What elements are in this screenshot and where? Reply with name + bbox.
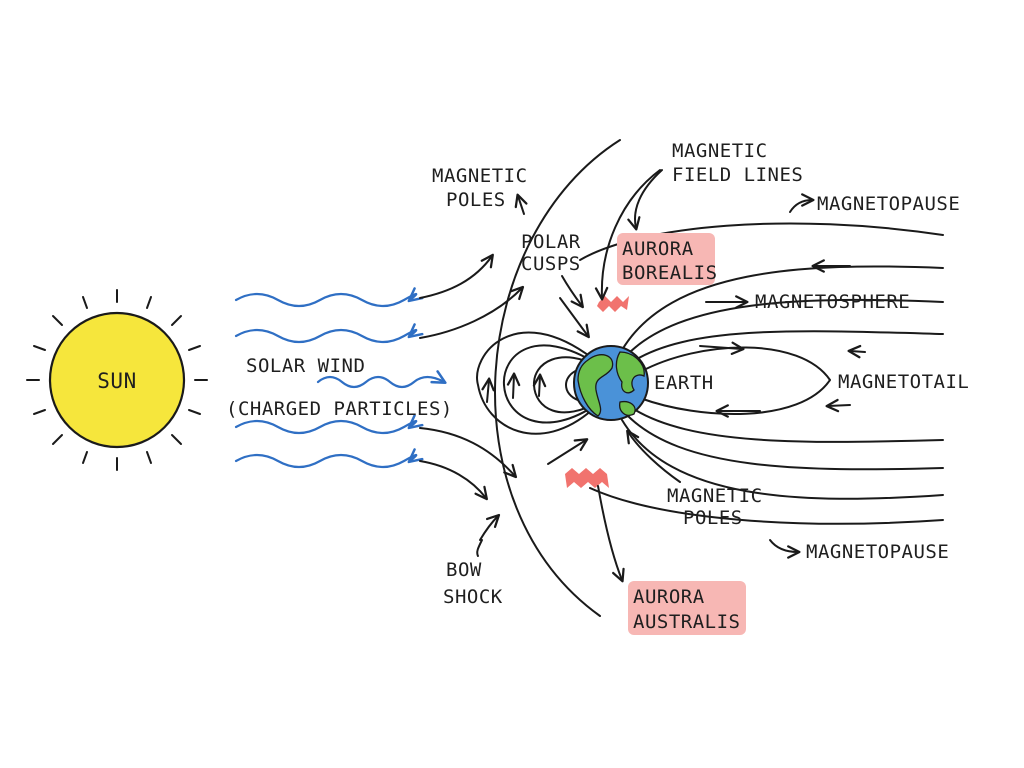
pointer-arrow <box>626 429 681 483</box>
pointer-arrow <box>514 193 528 215</box>
solar-wind-label: SOLAR WIND <box>246 355 365 377</box>
wavy-arrow-icon <box>234 323 424 344</box>
field-lines-label-2: FIELD LINES <box>672 164 803 186</box>
pointer-arrow <box>627 169 663 231</box>
aurora-australis-label-2: AUSTRALIS <box>633 611 740 633</box>
magnetic-poles-top-label-2: POLES <box>446 189 506 211</box>
pointer-arrow <box>479 513 501 541</box>
pointer-arrow <box>476 539 483 557</box>
pointer-arrow <box>769 539 801 559</box>
sun-label: SUN <box>97 369 136 393</box>
polar-cusps-label: POLAR <box>521 231 581 253</box>
wavy-arrow-icon <box>234 287 424 308</box>
magnetosphere-label: MAGNETOSPHERE <box>755 291 910 313</box>
magnetopause-bottom-label: MAGNETOPAUSE <box>806 541 949 563</box>
sun-icon <box>48 311 186 449</box>
magnetotail-label: MAGNETOTAIL <box>838 371 969 393</box>
aurora-borealis-label: AURORA <box>622 238 694 260</box>
polar-cusps-label-2: CUSPS <box>521 253 581 275</box>
pointer-arrow <box>594 169 661 301</box>
magnetic-poles-top-label: MAGNETIC <box>432 165 528 187</box>
field-lines-label: MAGNETIC <box>672 140 768 162</box>
magnetic-poles-bottom-label-2: POLES <box>683 507 743 529</box>
earth: EARTH <box>573 345 714 421</box>
aurora-borealis-label-2: BOREALIS <box>622 262 718 284</box>
wavy-arrow-icon <box>234 414 424 435</box>
continent-shape <box>619 400 636 416</box>
aurora-australis-highlight <box>628 581 746 635</box>
magnetopause-top-label: MAGNETOPAUSE <box>817 193 960 215</box>
sun: SUN <box>26 289 208 471</box>
aurora-australis-label: AURORA <box>633 586 705 608</box>
bow-shock-label-2: SHOCK <box>443 586 503 608</box>
pointer-arrow <box>789 193 815 213</box>
wavy-arrow-icon <box>316 370 447 389</box>
bow-shock-curve <box>494 139 621 617</box>
pointer-arrow <box>561 275 584 309</box>
magnetic-poles-bottom-label: MAGNETIC <box>667 485 763 507</box>
aurora-australis-glow <box>565 468 609 488</box>
aurora-borealis-highlight <box>617 233 715 285</box>
continent-shape <box>577 354 614 417</box>
sun-rays <box>26 289 208 471</box>
bow-shock-label: BOW <box>446 559 482 581</box>
wavy-arrow-icon <box>234 448 424 469</box>
solar-wind: SOLAR WIND (CHARGED PARTICLES) <box>226 287 453 469</box>
continent-shape <box>615 351 645 394</box>
pointer-arrow <box>597 485 625 583</box>
particle-arrows <box>419 253 866 501</box>
solar-wind-sublabel: (CHARGED PARTICLES) <box>226 398 453 420</box>
earth-label: EARTH <box>654 372 714 394</box>
